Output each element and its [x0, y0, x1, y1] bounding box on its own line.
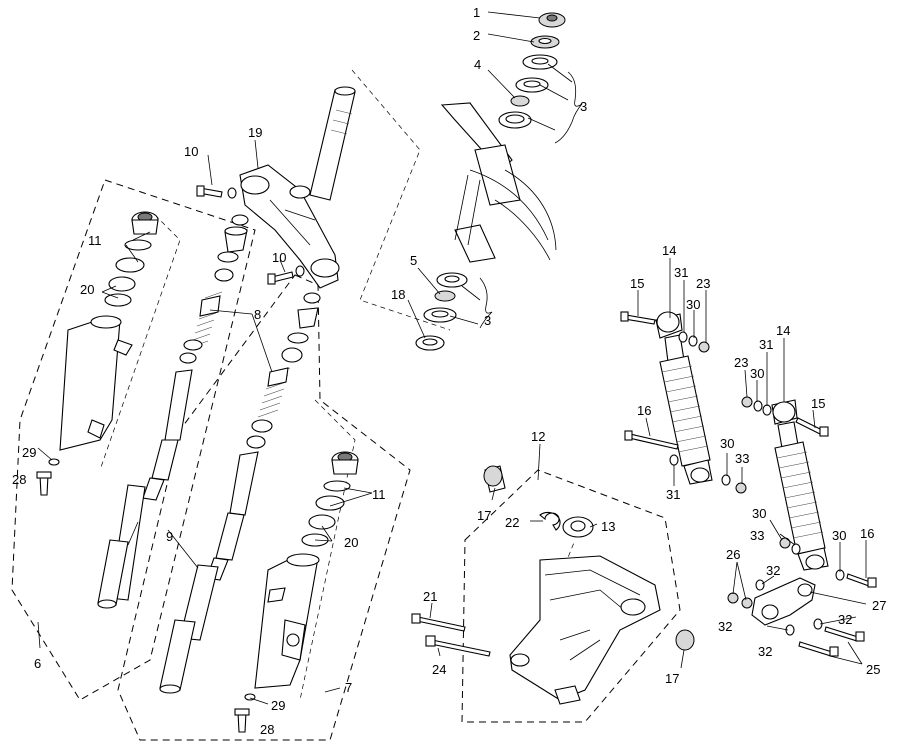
steering-stem: [309, 86, 356, 201]
callout-14: 14: [662, 243, 676, 258]
outline-group-7: [117, 274, 411, 741]
swing-arm-bearing: [483, 465, 695, 651]
callout-32: 32: [758, 644, 772, 659]
frame-head-tube: [440, 102, 557, 263]
callout-31: 31: [759, 337, 773, 352]
callout-4: 4: [474, 57, 481, 72]
callout-10: 10: [184, 144, 198, 159]
callout-11: 11: [372, 487, 386, 502]
callout-3: 3: [580, 99, 587, 114]
fork-right-inner: [159, 292, 321, 694]
callout-32: 32: [838, 612, 852, 627]
triple-clamp: [239, 164, 340, 289]
callout-17: 17: [477, 508, 491, 523]
guide-fork-right: [299, 399, 356, 701]
callout-24: 24: [432, 662, 446, 677]
callout-25: 25: [866, 662, 880, 677]
callout-3: 3: [484, 313, 491, 328]
callout-9: 9: [166, 529, 173, 544]
callout-14: 14: [776, 323, 790, 338]
outline-group-12: [461, 469, 681, 723]
fork-left-inner: [97, 214, 249, 609]
callout-11: 11: [88, 233, 102, 248]
shock-link: [727, 577, 865, 657]
callout-27: 27: [872, 598, 886, 613]
callout-5: 5: [410, 253, 417, 268]
outline-group-6: [11, 179, 256, 701]
clamp-bolts-10: [196, 185, 305, 285]
callout-31: 31: [666, 487, 680, 502]
callout-15: 15: [811, 396, 825, 411]
callout-30: 30: [832, 528, 846, 543]
fork-right-assembly: [234, 451, 359, 733]
callout-20: 20: [344, 535, 358, 550]
swing-arm: [509, 555, 661, 705]
callout-33: 33: [735, 451, 749, 466]
callout-2: 2: [473, 28, 480, 43]
callout-8: 8: [254, 307, 261, 322]
callout-30: 30: [686, 297, 700, 312]
callout-29: 29: [271, 698, 285, 713]
callout-15: 15: [630, 276, 644, 291]
callout-32: 32: [718, 619, 732, 634]
callout-33: 33: [750, 528, 764, 543]
callout-16: 16: [860, 526, 874, 541]
headset-bearings-bottom: [415, 272, 468, 351]
swing-arm-bolts: [411, 613, 491, 657]
callout-22: 22: [505, 515, 519, 530]
callout-labels: 1 2 3 3 4 5 6 7 8 9 10 10 11 11 12 13 14…: [12, 5, 886, 737]
callout-26: 26: [726, 547, 740, 562]
callout-19: 19: [248, 125, 262, 140]
callout-21: 21: [423, 589, 437, 604]
callout-23: 23: [734, 355, 748, 370]
callout-30: 30: [750, 366, 764, 381]
guide-fork-left: [99, 214, 181, 471]
callout-28: 28: [12, 472, 26, 487]
rear-shock-2: [741, 396, 877, 588]
callout-6: 6: [34, 656, 41, 671]
callout-29: 29: [22, 445, 36, 460]
callout-16: 16: [637, 403, 651, 418]
callout-30: 30: [720, 436, 734, 451]
callout-10: 10: [272, 250, 286, 265]
headset-bearings-top: [498, 12, 566, 129]
callout-1: 1: [473, 5, 480, 20]
callout-32: 32: [766, 563, 780, 578]
callout-23: 23: [696, 276, 710, 291]
leader-lines: [37, 11, 867, 705]
callout-18: 18: [391, 287, 405, 302]
callout-20: 20: [80, 282, 94, 297]
callout-13: 13: [601, 519, 615, 534]
callout-17: 17: [665, 671, 679, 686]
callout-31: 31: [674, 265, 688, 280]
fork-left-assembly: [36, 211, 159, 496]
callout-7: 7: [345, 680, 352, 695]
rear-shock-1: [620, 311, 747, 494]
callout-28: 28: [260, 722, 274, 737]
callout-12: 12: [531, 429, 545, 444]
callout-30: 30: [752, 506, 766, 521]
group-outlines: [11, 69, 681, 741]
